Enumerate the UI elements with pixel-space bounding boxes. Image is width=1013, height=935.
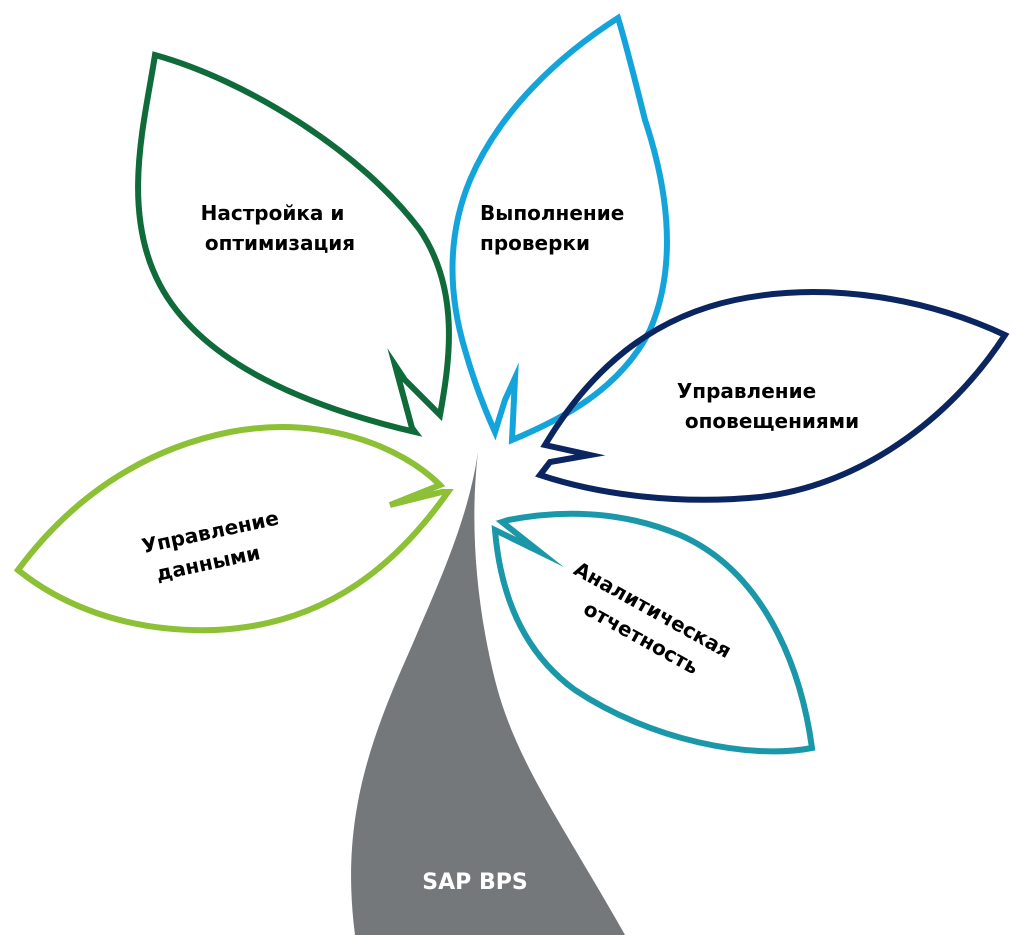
leaf-checks: Выполнение проверки xyxy=(449,13,670,445)
leaf-setup-outline xyxy=(135,51,452,437)
leaf-checks-label: Выполнение проверки xyxy=(480,201,631,255)
stem-label: SAP BPS xyxy=(422,870,527,895)
leaf-data-label: Управление данными xyxy=(139,504,293,587)
leaf-checks-outline xyxy=(449,13,670,445)
leaf-reporting-label: Аналитическая отчетность xyxy=(555,557,741,693)
leaf-setup-label: Настройка и оптимизация xyxy=(201,201,356,255)
leaf-data-outline xyxy=(13,424,454,634)
leaf-reporting: Аналитическая отчетность xyxy=(491,510,816,755)
leaf-reporting-outline xyxy=(491,510,816,755)
stem-shape xyxy=(351,452,625,935)
leaf-setup: Настройка и оптимизация xyxy=(135,51,452,437)
leaf-alerts: Управление оповещениями xyxy=(535,289,1010,503)
leaf-alerts-outline xyxy=(535,289,1010,503)
leaf-data: Управление данными xyxy=(13,424,454,634)
leaf-alerts-label: Управление оповещениями xyxy=(677,379,859,433)
